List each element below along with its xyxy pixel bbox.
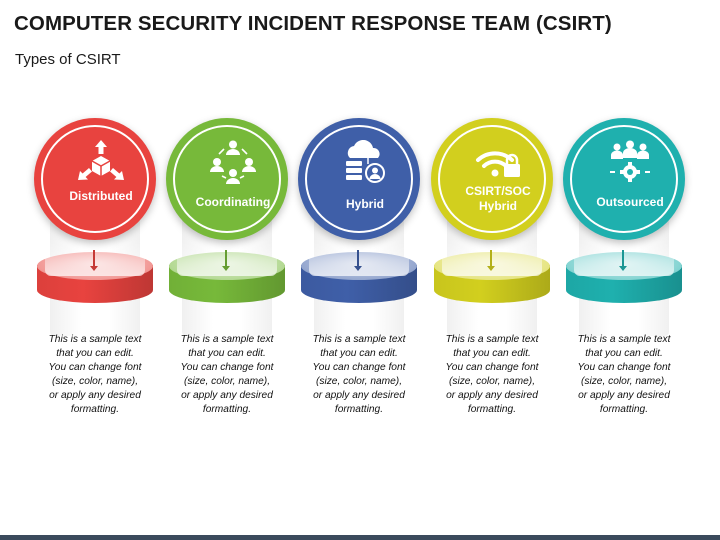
pedestal [434,238,550,314]
circle-ring [173,125,281,233]
down-arrow-icon [619,250,627,271]
type-circle: CSIRT/SOC Hybrid [431,118,553,240]
type-circle: Outsourced [563,118,685,240]
type-label: CSIRT/SOC Hybrid [465,184,531,213]
type-label: Distributed [69,189,133,203]
type-label: Outsourced [596,195,664,209]
down-arrow-icon [354,250,362,271]
type-circle: Hybrid [298,118,420,240]
down-arrow-icon [90,250,98,271]
type-circle: Distributed [34,118,156,240]
people-network-icon [210,140,256,184]
pedestal [169,238,285,314]
circle-ring [305,125,413,233]
type-label: Hybrid [345,197,384,211]
circle-ring [41,125,149,233]
page-subtitle: Types of CSIRT [15,51,121,68]
pedestal [566,238,682,314]
down-arrow-icon [487,250,495,271]
down-arrow-icon [222,250,230,271]
circle-ring [570,125,678,233]
distributed-arrows-icon [78,140,124,180]
type-circle: Coordinating [166,118,288,240]
pedestal [301,238,417,314]
team-gear-icon [610,140,650,182]
wifi-lock-icon [476,151,520,177]
type-label: Coordinating [195,195,271,209]
pedestal [37,238,153,314]
circle-ring [438,125,546,233]
page-title: COMPUTER SECURITY INCIDENT RESPONSE TEAM… [14,12,612,35]
bottom-accent-bar [0,535,720,540]
cloud-server-user-icon [346,140,385,183]
